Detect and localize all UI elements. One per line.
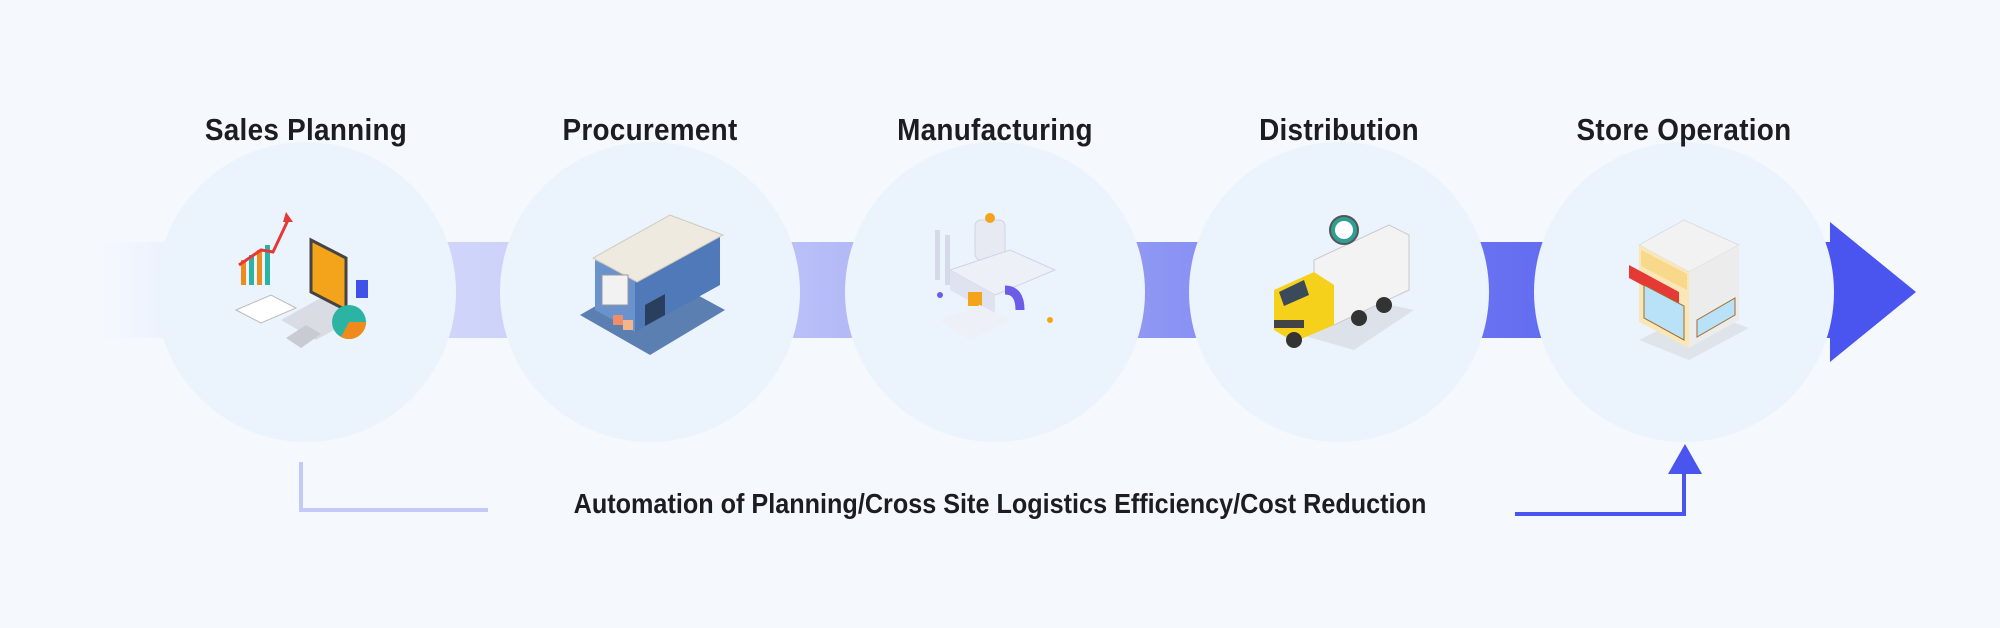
flow-arrowhead-icon [1830,222,1916,362]
feedback-arrow-up-icon [1668,444,1702,474]
stage-store-operation: Store Operation [1514,110,1854,442]
stage-title: Sales Planning [204,112,408,147]
feedback-line-end [1515,466,1686,516]
stage-title: Distribution [1259,112,1419,147]
stage-title: Manufacturing [897,112,1093,147]
stage-distribution: Distribution [1169,110,1509,442]
store-icon [1629,219,1749,360]
stage-title: Procurement [562,112,738,147]
delivery-truck-icon [1274,215,1414,350]
factory-icon [935,213,1057,340]
benefits-caption: Automation of Planning/Cross Site Logist… [573,488,1427,519]
warehouse-icon [580,214,725,355]
stage-title: Store Operation [1576,112,1792,147]
stage-manufacturing: Manufacturing [825,110,1165,442]
stage-sales-planning: Sales Planning [136,110,476,442]
sales-chart-laptop-icon [234,212,368,348]
stage-circle [156,142,456,442]
feedback-line-start [299,462,488,512]
stage-procurement: Procurement [480,110,820,442]
